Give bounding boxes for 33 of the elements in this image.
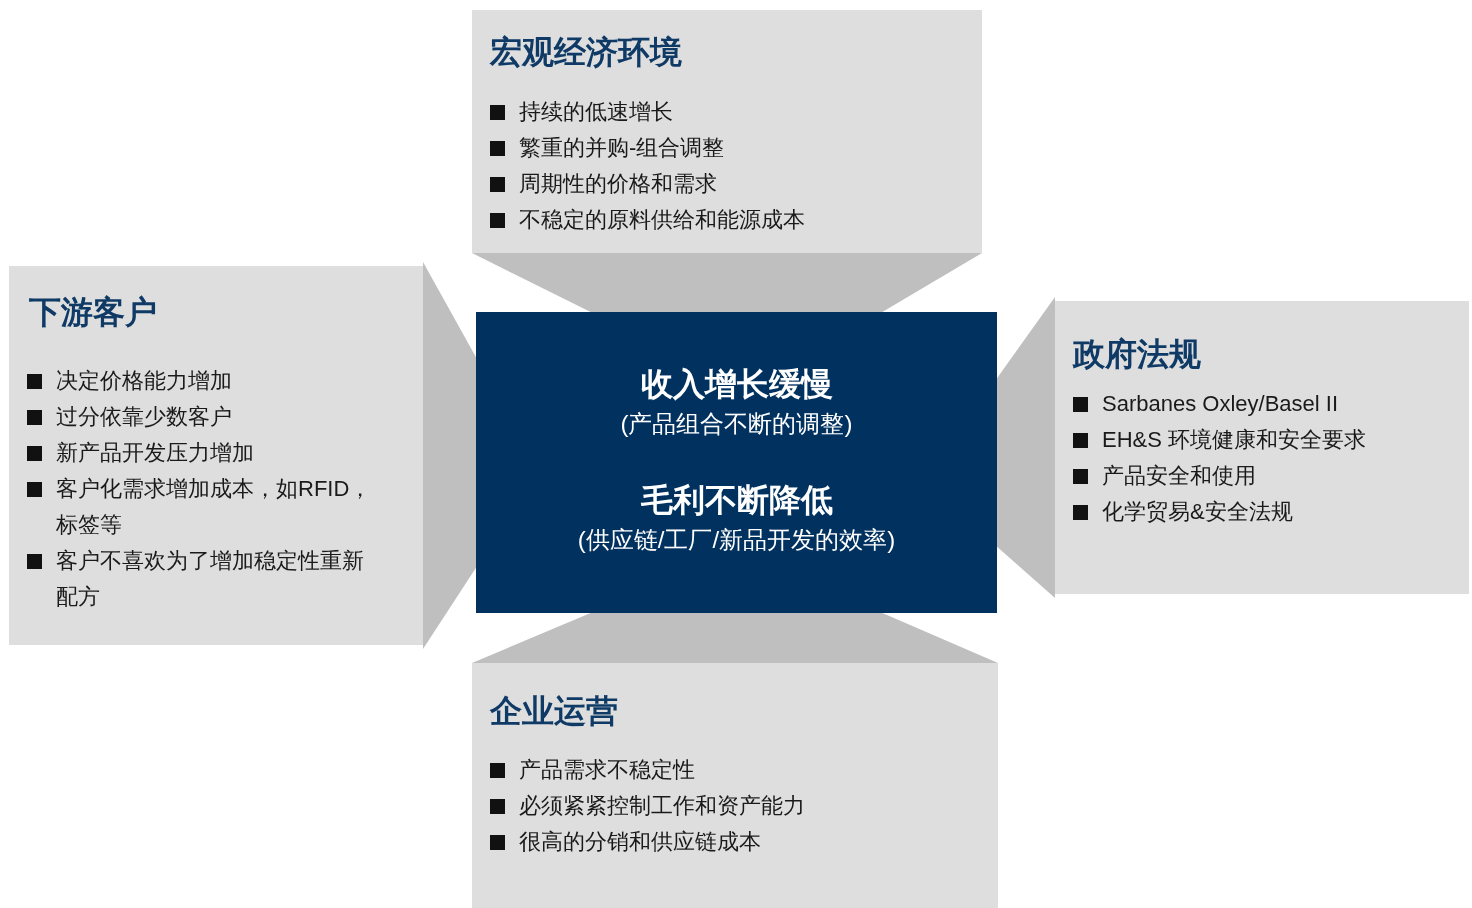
list-item: 周期性的价格和需求 xyxy=(519,171,717,196)
category-box xyxy=(472,663,998,908)
funnel-connector xyxy=(997,297,1055,598)
summary-subtitle: (供应链/工厂/新品开发的效率) xyxy=(577,525,896,555)
summary-box xyxy=(476,312,997,613)
list-item: 客户不喜欢为了增加稳定性重新配方 xyxy=(56,548,364,609)
list-item: 很高的分销和供应链成本 xyxy=(519,829,761,854)
list-item: 不稳定的原料供给和能源成本 xyxy=(519,207,805,232)
box-heading: 宏观经济环境 xyxy=(490,33,682,72)
funnel-connector xyxy=(472,253,982,312)
summary-title: 毛利不断降低 xyxy=(640,481,833,520)
list-item: 客户化需求增加成本，如RFID，标签等 xyxy=(56,476,372,537)
list-item: EH&S 环境健康和安全要求 xyxy=(1102,427,1367,452)
list-item: 决定价格能力增加 xyxy=(56,368,232,393)
summary-title: 收入增长缓慢 xyxy=(640,365,833,404)
list-item: 产品安全和使用 xyxy=(1102,463,1256,488)
list-item: 持续的低速增长 xyxy=(519,99,673,124)
box-heading: 企业运营 xyxy=(490,692,618,731)
list-item: 产品需求不稳定性 xyxy=(519,757,695,782)
list-item: 过分依靠少数客户 xyxy=(56,404,232,429)
list-item: Sarbanes Oxley/Basel II xyxy=(1102,391,1338,416)
list-item: 化学贸易&安全法规 xyxy=(1102,499,1293,524)
category-box xyxy=(1055,301,1469,594)
funnel-connector xyxy=(472,613,998,663)
box-heading: 下游客户 xyxy=(29,293,157,332)
box-heading: 政府法规 xyxy=(1073,335,1201,374)
category-box xyxy=(9,266,423,645)
list-item: 必须紧紧控制工作和资产能力 xyxy=(519,793,805,818)
funnel-connector xyxy=(423,262,476,649)
list-item: 繁重的并购-组合调整 xyxy=(519,135,725,160)
list-item: 新产品开发压力增加 xyxy=(56,440,254,465)
summary-subtitle: (产品组合不断的调整) xyxy=(620,409,853,439)
category-box xyxy=(472,10,982,253)
